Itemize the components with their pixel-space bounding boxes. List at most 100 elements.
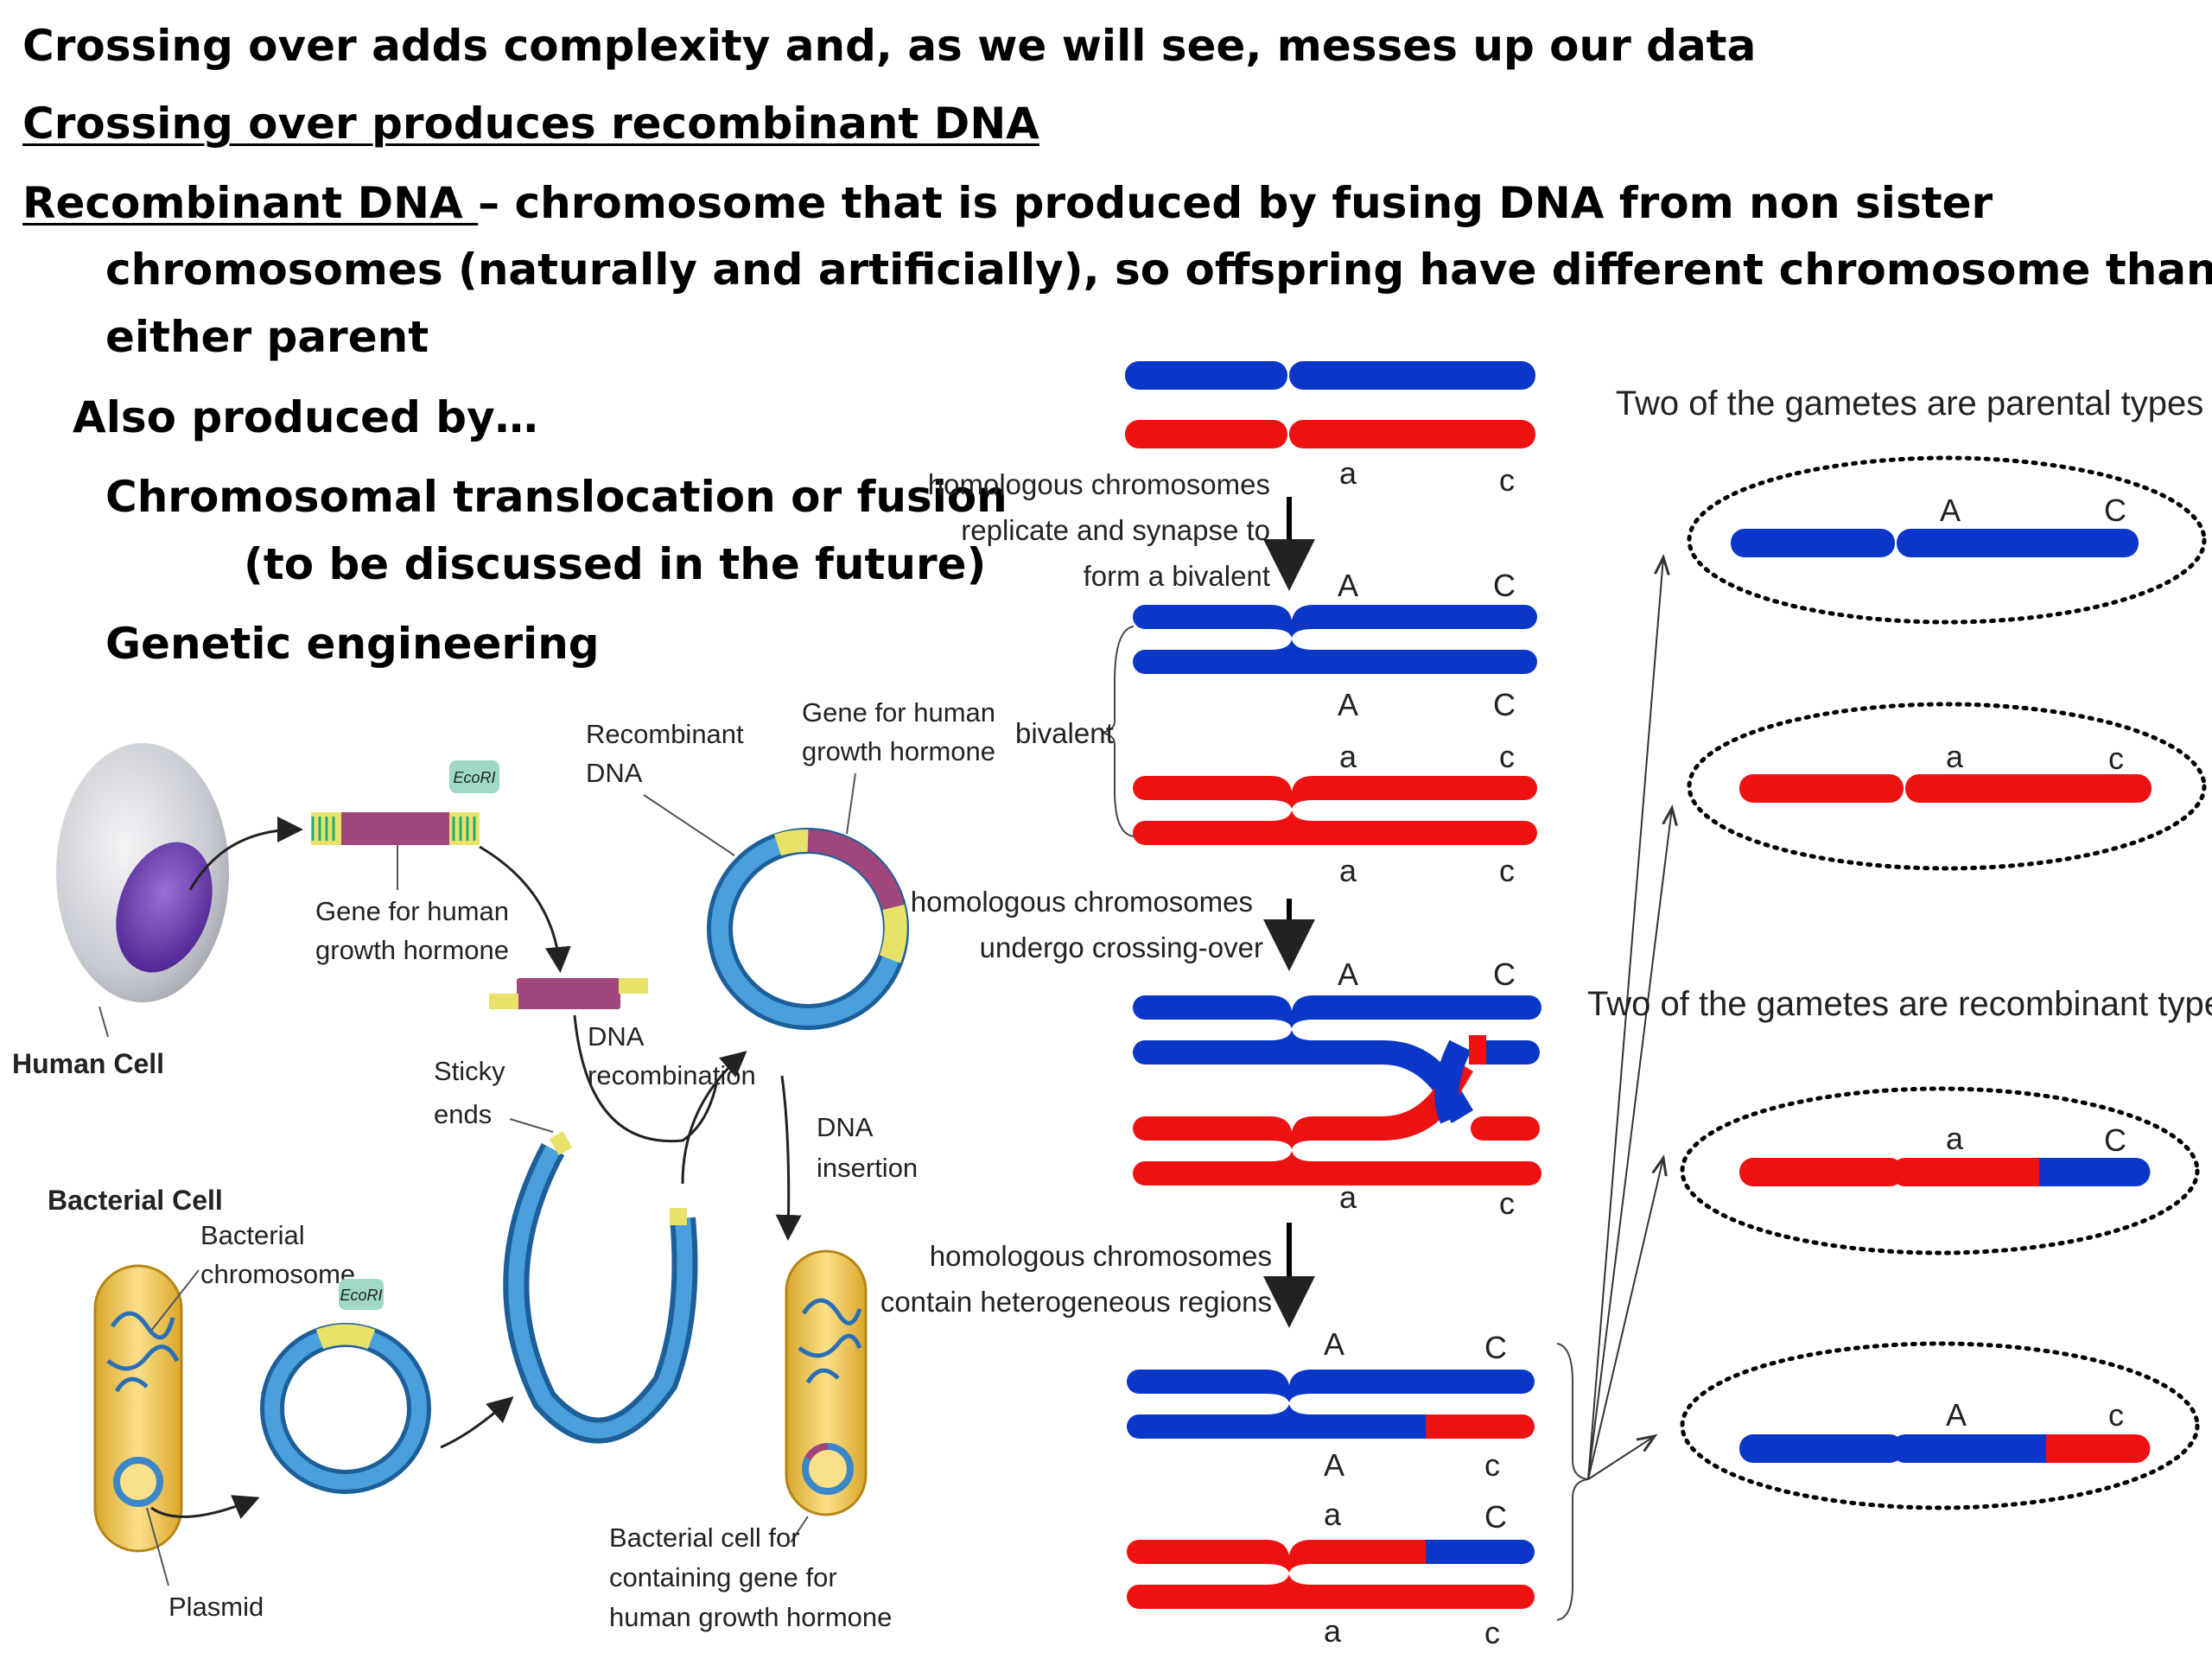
- gene-segment: [311, 812, 480, 845]
- step1-line1: homologous chromosomes: [928, 468, 1270, 500]
- ecori-tag-top: [449, 760, 499, 793]
- item-translocation: Chromosomal translocation or fusion: [105, 472, 1007, 522]
- gamete3-mid: [1891, 1158, 2039, 1186]
- allele-C-6: C: [1493, 957, 1516, 992]
- chromosome-red-top-left: [1125, 420, 1287, 448]
- gamete1-C: C: [2104, 493, 2126, 528]
- cut-gene-segment: [489, 978, 648, 1009]
- step1-line2: replicate and synapse to: [961, 514, 1270, 546]
- definition-text-1: – chromosome that is produced by fusing …: [478, 178, 1993, 228]
- sticky-label-2: ends: [434, 1099, 492, 1129]
- chromosome-red-top-right: [1289, 420, 1535, 448]
- gamete4-right: [2046, 1434, 2151, 1463]
- gamete-oval-2: [1687, 702, 2207, 871]
- dna-insertion-label-1: DNA: [817, 1112, 874, 1142]
- step2-line2: undergo crossing-over: [980, 931, 1263, 963]
- allele-a-4: a: [1339, 739, 1357, 774]
- gamete4-left: [1739, 1434, 1904, 1463]
- result-label-2: containing gene for: [609, 1562, 837, 1592]
- heading-line-1: Crossing over adds complexity and, as we…: [22, 21, 1757, 71]
- definition-line-3: either parent: [105, 312, 429, 362]
- genetic-engineering-figure: Human Cell EcoRI Gene for human growth h…: [12, 697, 995, 1632]
- allele-A-2: A: [1338, 568, 1358, 603]
- gamete2-a: a: [1946, 739, 1964, 774]
- step1-line3: form a bivalent: [1084, 560, 1270, 592]
- human-nucleus: [116, 842, 213, 973]
- crossover-chromatids: [1133, 995, 1541, 1185]
- recombinant-dna-label-1: Recombinant: [586, 719, 744, 749]
- gamete4-c: c: [2108, 1397, 2124, 1433]
- crossing-over-figure: a c homologous chromosomes replicate and…: [880, 361, 2212, 1650]
- dna-insertion-label-2: insertion: [817, 1153, 918, 1183]
- item-genetic-engineering: Genetic engineering: [105, 619, 600, 669]
- result-label-1: Bacterial cell for: [609, 1522, 800, 1553]
- recombinant-dna-label-2: DNA: [586, 758, 643, 788]
- bivalent-blue: [1133, 605, 1537, 674]
- bacterial-cell-label: Bacterial Cell: [48, 1185, 223, 1216]
- gamete2-left: [1739, 774, 1904, 803]
- gamete4-A: A: [1946, 1397, 1967, 1433]
- allele-A-9: A: [1324, 1447, 1344, 1483]
- allele-c-4: c: [1499, 739, 1515, 774]
- recombinant-types-title: Two of the gametes are recombinant types: [1587, 985, 2212, 1023]
- gamete3-right: [2039, 1158, 2151, 1186]
- gene-label-1: Gene for human: [315, 896, 509, 926]
- allele-a-10: a: [1324, 1497, 1342, 1532]
- allele-C-10: C: [1484, 1499, 1507, 1535]
- parental-types-title: Two of the gametes are parental types: [1616, 385, 2203, 423]
- allele-c-9: c: [1484, 1447, 1500, 1483]
- item-translocation-note: (to be discussed in the future): [244, 539, 987, 589]
- gamete-oval-1: [1687, 455, 2207, 625]
- gamete1-A: A: [1940, 493, 1961, 528]
- bivalent-label: bivalent: [1015, 717, 1114, 749]
- gene-label-2: growth hormone: [315, 935, 509, 965]
- bacterial-chromosome-label-2: chromosome: [200, 1259, 355, 1289]
- heading-line-2: Crossing over produces recombinant DNA: [22, 99, 1039, 149]
- gamete-oval-3: [1680, 1086, 2200, 1255]
- allele-C-3: C: [1493, 687, 1516, 722]
- gamete1-right: [1897, 529, 2139, 557]
- heterogeneous-red: [1127, 1540, 1535, 1609]
- bacterial-chromosome-label-1: Bacterial: [200, 1220, 305, 1250]
- gamete1-left: [1731, 529, 1895, 557]
- bacterial-plasmid: [113, 1457, 163, 1507]
- definition-line-2: chromosomes (naturally and artificially)…: [105, 245, 2212, 295]
- gamete3-a: a: [1946, 1121, 1964, 1156]
- allele-A-6: A: [1338, 957, 1358, 992]
- also-produced-label: Also produced by…: [73, 392, 538, 442]
- step3-line2: contain heterogeneous regions: [880, 1286, 1272, 1318]
- allele-a-1: a: [1339, 455, 1357, 491]
- gamete3-C: C: [2104, 1122, 2126, 1158]
- gamete2-right: [1905, 774, 2152, 803]
- heterogeneous-blue: [1127, 1370, 1535, 1439]
- bivalent-red: [1133, 776, 1537, 845]
- step3-line1: homologous chromosomes: [930, 1240, 1272, 1272]
- sticky-label-1: Sticky: [434, 1056, 505, 1086]
- chromosome-blue-top-right: [1289, 361, 1535, 390]
- human-cell-label: Human Cell: [12, 1048, 164, 1079]
- allele-c-5: c: [1499, 853, 1515, 888]
- gamete2-c: c: [2108, 741, 2124, 776]
- gamete-oval-4: [1680, 1341, 2200, 1510]
- definition-line-1: Recombinant DNA – chromosome that is pro…: [22, 181, 1993, 225]
- allele-a-5: a: [1339, 853, 1357, 888]
- allele-c-11: c: [1484, 1615, 1500, 1650]
- allele-a-11: a: [1324, 1613, 1342, 1649]
- dna-recombination-label-1: DNA: [588, 1021, 645, 1052]
- gamete4-mid: [1891, 1434, 2046, 1463]
- gene-top-label-2: growth hormone: [802, 736, 995, 766]
- allele-c-7: c: [1499, 1185, 1515, 1221]
- allele-A-8: A: [1324, 1326, 1344, 1362]
- allele-C-8: C: [1484, 1330, 1507, 1365]
- gamete3-left: [1739, 1158, 1904, 1186]
- ecori-top-label: EcoRI: [453, 769, 495, 786]
- allele-C-2: C: [1493, 568, 1516, 603]
- ecori-tag-bottom: [339, 1279, 384, 1310]
- ecori-bottom-label: EcoRI: [340, 1287, 382, 1304]
- allele-A-3: A: [1338, 687, 1358, 722]
- recombinant-plasmid: [707, 828, 909, 1030]
- result-label-3: human growth hormone: [609, 1602, 892, 1632]
- term-recombinant-dna: Recombinant DNA: [22, 178, 479, 228]
- allele-c-1: c: [1499, 462, 1515, 498]
